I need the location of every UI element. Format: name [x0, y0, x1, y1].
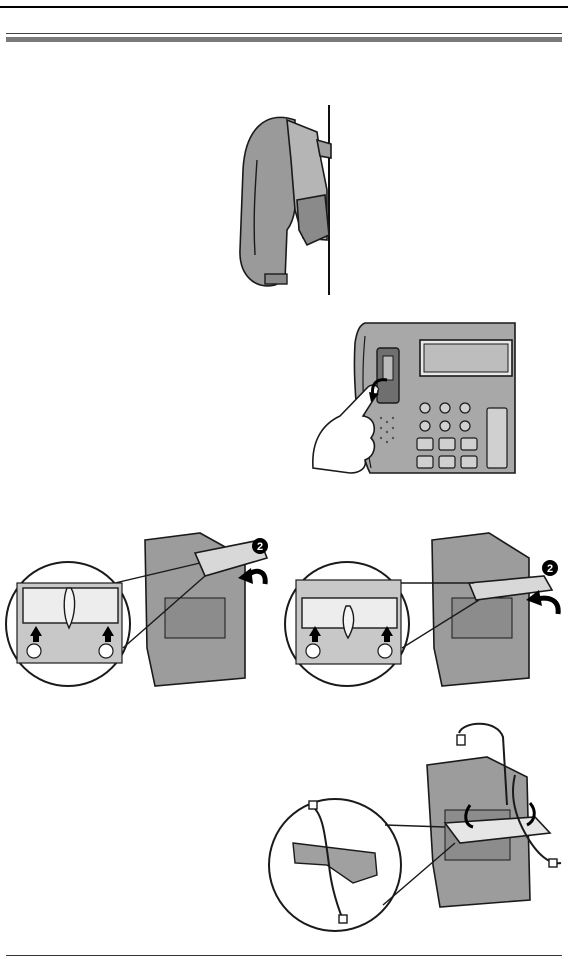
step-badge-2: 2 — [542, 560, 558, 576]
svg-text:2: 2 — [257, 541, 263, 553]
section-rule-thin — [6, 33, 562, 34]
svg-text:2: 2 — [547, 563, 553, 575]
bottom-rule — [6, 955, 562, 956]
wall-mounted-phone-illustration — [225, 100, 345, 300]
top-rule — [0, 6, 568, 8]
finger-pressing-tab-illustration — [305, 318, 520, 478]
section-rule-thick — [6, 37, 562, 42]
adaptor-removal-illustration-right: 2 — [284, 528, 568, 693]
step-badge-2: 2 — [252, 538, 268, 554]
adaptor-removal-illustration-left: 2 — [5, 528, 275, 693]
cord-routing-illustration — [265, 715, 565, 940]
